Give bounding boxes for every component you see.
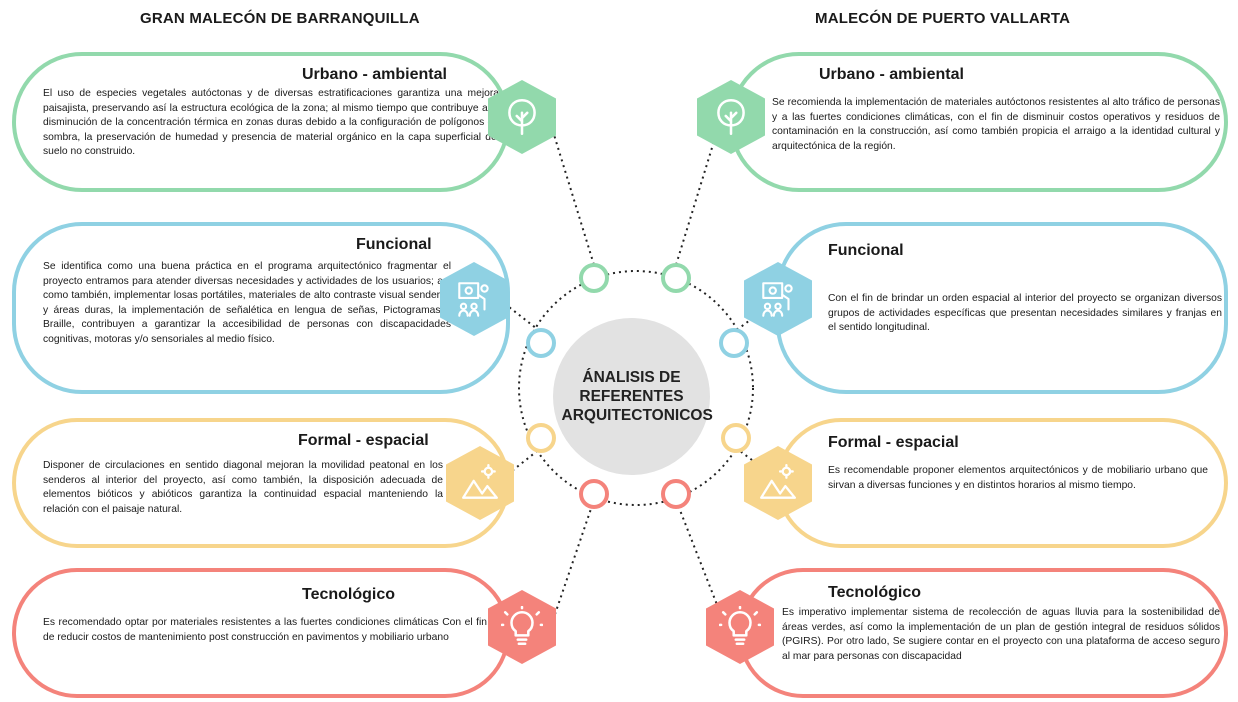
card-title: Funcional (356, 236, 432, 253)
node-left-funcional (526, 328, 556, 358)
card-right-funcional: Funcional Con el fin de brindar un orden… (776, 222, 1228, 394)
card-left-tecnologico: Tecnológico Es recomendado optar por mat… (12, 568, 510, 698)
center-label: ÁNALISIS DE REFERENTES ARQUITECTONICOS (561, 369, 713, 424)
card-right-formal-espacial: Formal - espacial Es recomendable propon… (776, 418, 1228, 548)
card-title: Tecnológico (302, 586, 396, 603)
card-text: El uso de especies vegetales autóctonas … (43, 88, 499, 158)
card-title: Formal - espacial (298, 432, 429, 449)
node-left-tecnologico (579, 479, 609, 509)
central-dotted-ring (518, 270, 754, 506)
presentation-icon (440, 262, 508, 336)
connector-left-formal (502, 447, 542, 479)
right-column-title: MALECÓN DE PUERTO VALLARTA (815, 10, 1071, 27)
card-title: Urbano - ambiental (819, 66, 964, 83)
center-circle: ÁNALISIS DE REFERENTES ARQUITECTONICOS (553, 318, 713, 475)
card-text: Es recomendado optar por materiales resi… (43, 617, 487, 643)
card-right-tecnologico: Tecnológico Es imperativo implementar si… (738, 568, 1228, 698)
card-text: Disponer de circulaciones en sentido dia… (43, 460, 443, 515)
card-title: Urbano - ambiental (302, 66, 447, 83)
node-right-tecnologico (661, 479, 691, 509)
card-title: Formal - espacial (828, 434, 959, 451)
card-text: Con el fin de brindar un orden espacial … (828, 293, 1222, 334)
connector-right-tecnologico (675, 499, 724, 621)
card-text: Se recomienda la implementación de mater… (772, 97, 1220, 152)
connector-left-tecnologico (552, 499, 595, 621)
card-title: Tecnológico (828, 584, 922, 601)
card-left-formal-espacial: Formal - espacial Disponer de circulacio… (12, 418, 510, 548)
card-title: Funcional (828, 242, 904, 259)
card-text: Se identifica como una buena práctica en… (43, 261, 451, 345)
card-left-urbano-ambiental: Urbano - ambiental El uso de especies ve… (12, 52, 510, 192)
node-right-formal (721, 423, 751, 453)
card-right-urbano-ambiental: Urbano - ambiental Se recomienda la impl… (729, 52, 1228, 192)
node-left-formal (526, 423, 556, 453)
mountain-gear-icon (446, 446, 514, 520)
card-left-funcional: Funcional Se identifica como una buena p… (12, 222, 510, 394)
node-right-funcional (719, 328, 749, 358)
node-left-urbano (579, 263, 609, 293)
card-text: Es imperativo implementar sistema de rec… (782, 607, 1220, 662)
card-text: Es recomendable proponer elementos arqui… (828, 465, 1208, 491)
connector-left-urbano (550, 124, 595, 266)
connector-left-funcional (499, 299, 542, 333)
node-right-urbano (661, 263, 691, 293)
connector-right-urbano (675, 124, 720, 266)
left-column-title: GRAN MALECÓN DE BARRANQUILLA (140, 10, 420, 27)
